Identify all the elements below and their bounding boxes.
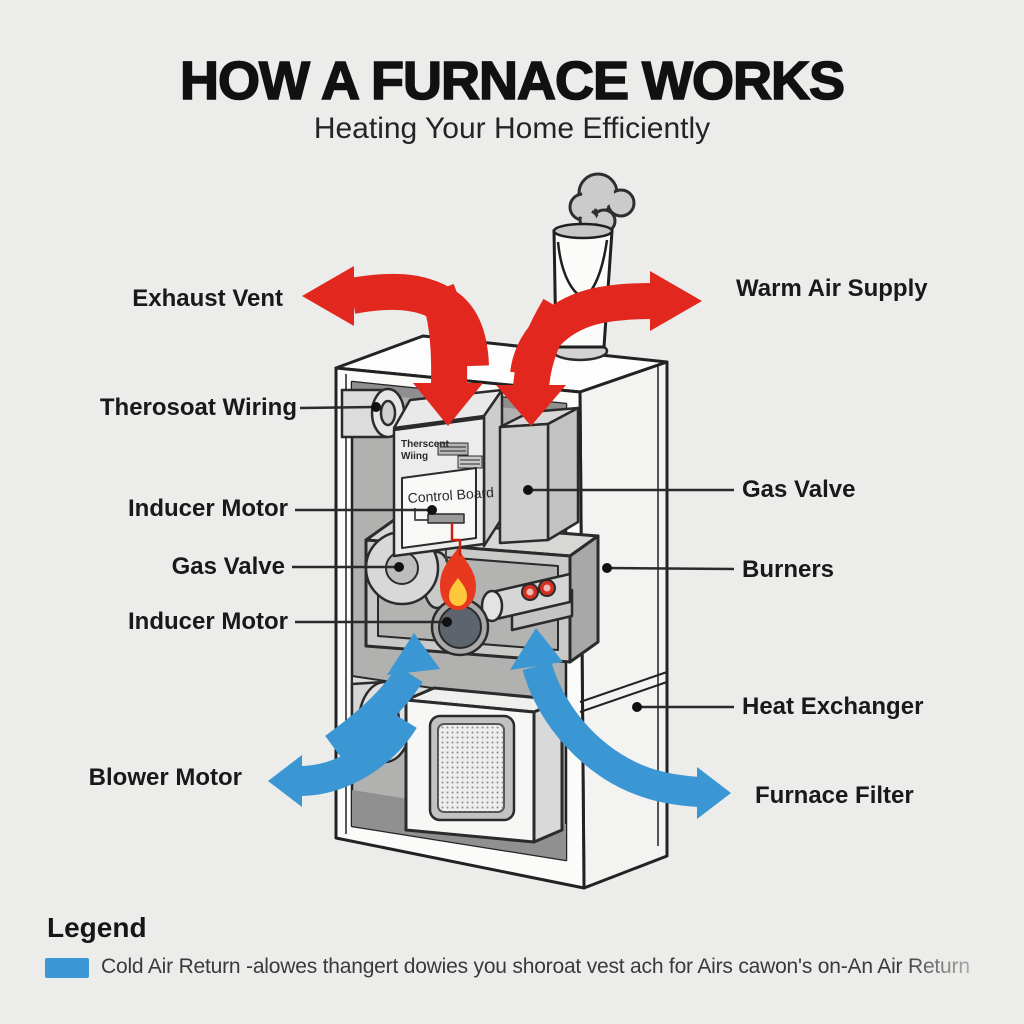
label-gas-valve-right: Gas Valve <box>742 476 856 503</box>
label-blower-motor: Blower Motor <box>88 764 242 791</box>
page-title: HOW A FURNACE WORKS <box>179 50 846 112</box>
label-thermostat-wiring: Therosoat Wiring <box>99 394 297 421</box>
leader-lines <box>292 402 735 712</box>
legend-text-fade <box>900 952 1024 986</box>
control-board-sticker-line2: Wiing <box>401 451 428 462</box>
legend-heading: Legend <box>47 912 147 943</box>
control-board-sticker-line1: Therscent <box>401 439 449 450</box>
cold-air-swatch <box>45 958 89 978</box>
intake-down-arrow-left <box>413 283 483 426</box>
label-furnace-filter: Furnace Filter <box>755 782 914 809</box>
label-exhaust-vent: Exhaust Vent <box>132 285 283 312</box>
label-inducer-motor-2: Inducer Motor <box>128 608 288 635</box>
flame-icon <box>440 548 476 610</box>
legend-text: Cold Air Return -alowes thangert dowies … <box>101 955 970 978</box>
burner-assembly <box>364 518 600 664</box>
warm-air-arrow <box>510 271 702 378</box>
legend-row: Cold Air Return -alowes thangert dowies … <box>45 952 1024 986</box>
cold-return-arrow-right <box>510 628 731 819</box>
page-subtitle: Heating Your Home Efficiently <box>313 112 711 145</box>
control-board-panel-label: Control Board <box>407 484 494 506</box>
label-burners: Burners <box>742 556 835 583</box>
cold-return-arrow-up-left <box>325 633 440 761</box>
label-gas-valve-left: Gas Valve <box>171 553 285 580</box>
filter-mesh <box>437 723 505 813</box>
label-inducer-motor-1: Inducer Motor <box>128 495 288 522</box>
cold-return-arrow-left <box>268 711 417 807</box>
control-board-box: Therscent Wiing Control Board <box>392 388 504 558</box>
gas-valve-box <box>498 406 580 545</box>
inducer-port <box>430 597 490 657</box>
smoke-puff-icon <box>568 172 636 234</box>
thermostat-wiring-cylinder <box>340 387 406 439</box>
filter-box <box>404 686 564 844</box>
label-warm-air-supply: Warm Air Supply <box>736 275 928 302</box>
burner-gauges <box>521 579 556 601</box>
label-heat-exchanger: Heat Exchanger <box>742 693 924 720</box>
